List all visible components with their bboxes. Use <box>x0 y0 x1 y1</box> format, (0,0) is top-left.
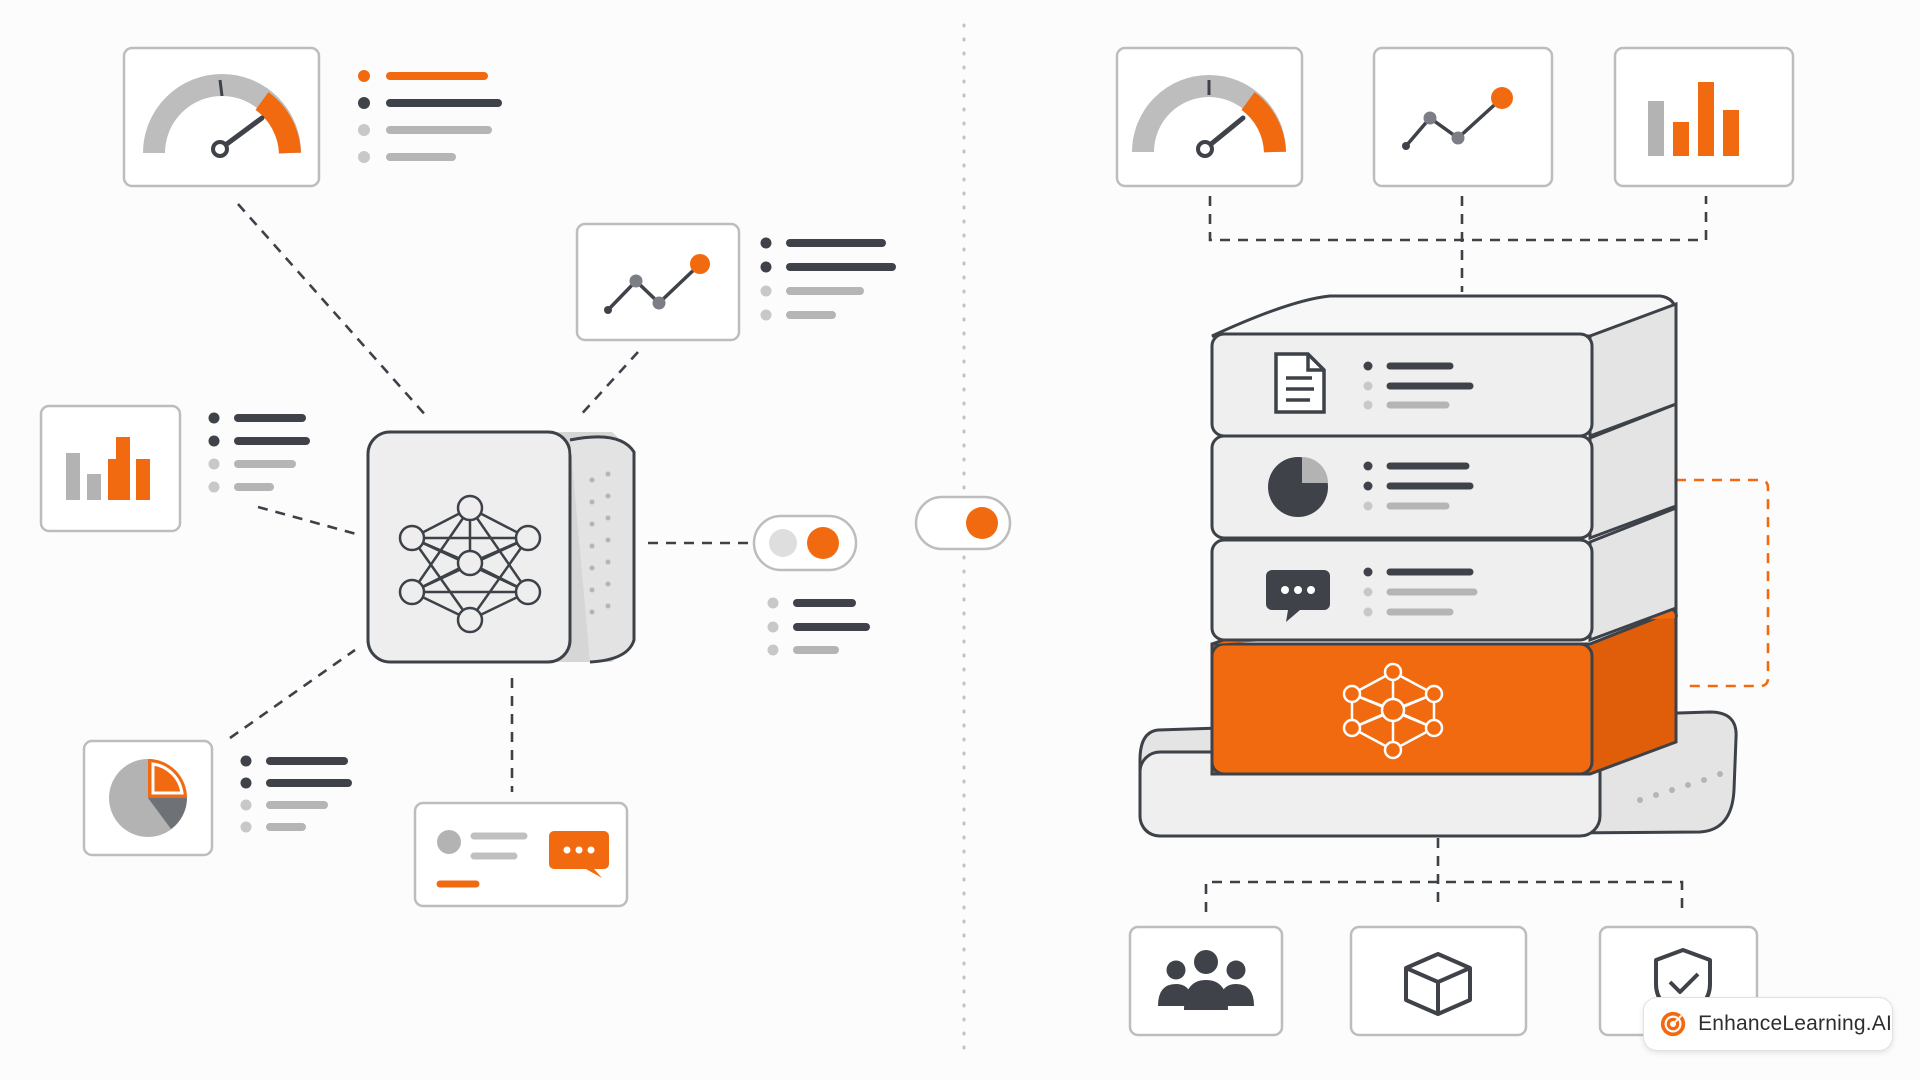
users-icon <box>1158 950 1254 1010</box>
side-bracket-connector <box>1676 478 1770 688</box>
line-chart-icon <box>1402 87 1513 150</box>
pie-chart-legend <box>240 755 352 833</box>
stack-layer-chat <box>1210 505 1678 643</box>
ai-hub-cube <box>366 430 636 664</box>
neural-network-icon <box>1342 662 1444 760</box>
bar-chart-icon <box>66 437 150 500</box>
neural-network-icon <box>398 494 542 634</box>
cube-icon <box>1404 952 1472 1016</box>
chat-bubble-icon <box>1266 570 1330 622</box>
toggle-icon <box>752 514 858 572</box>
right-bottom-connectors <box>1204 838 1684 912</box>
gauge-panel <box>122 46 321 188</box>
chat-panel <box>413 801 629 908</box>
toggle-legend <box>767 597 870 656</box>
center-toggle-icon <box>914 495 1012 551</box>
toggle-node <box>752 514 870 656</box>
brand-badge[interactable]: EnhanceLearning.AI <box>1643 997 1893 1051</box>
pie-chart-panel <box>82 739 214 857</box>
stack-layer-documents <box>1210 294 1678 439</box>
pie-chart-icon <box>1268 457 1328 517</box>
bar-chart-legend <box>208 412 310 493</box>
gauge-legend <box>358 70 502 163</box>
right-top-connectors <box>1208 196 1708 292</box>
package-panel <box>1349 925 1528 1037</box>
top-line-chart-panel <box>1372 46 1554 188</box>
line-chart-icon <box>604 254 710 314</box>
stack-layer-analytics <box>1210 401 1678 541</box>
document-icon <box>1274 352 1326 414</box>
bar-chart-icon <box>1648 82 1739 156</box>
pie-chart-icon <box>109 759 187 837</box>
gauge-icon <box>1132 75 1286 158</box>
brand-name: EnhanceLearning.AI <box>1698 1012 1892 1035</box>
bar-chart-panel <box>39 404 182 533</box>
users-panel <box>1128 925 1284 1037</box>
top-gauge-panel <box>1115 46 1304 188</box>
chat-bubble-icon <box>549 831 609 878</box>
gauge-icon <box>143 74 301 158</box>
line-chart-panel <box>575 222 741 342</box>
target-icon <box>1660 1011 1686 1037</box>
left-connectors <box>229 203 752 792</box>
top-bar-chart-panel <box>1613 46 1795 188</box>
line-chart-legend <box>760 237 896 321</box>
